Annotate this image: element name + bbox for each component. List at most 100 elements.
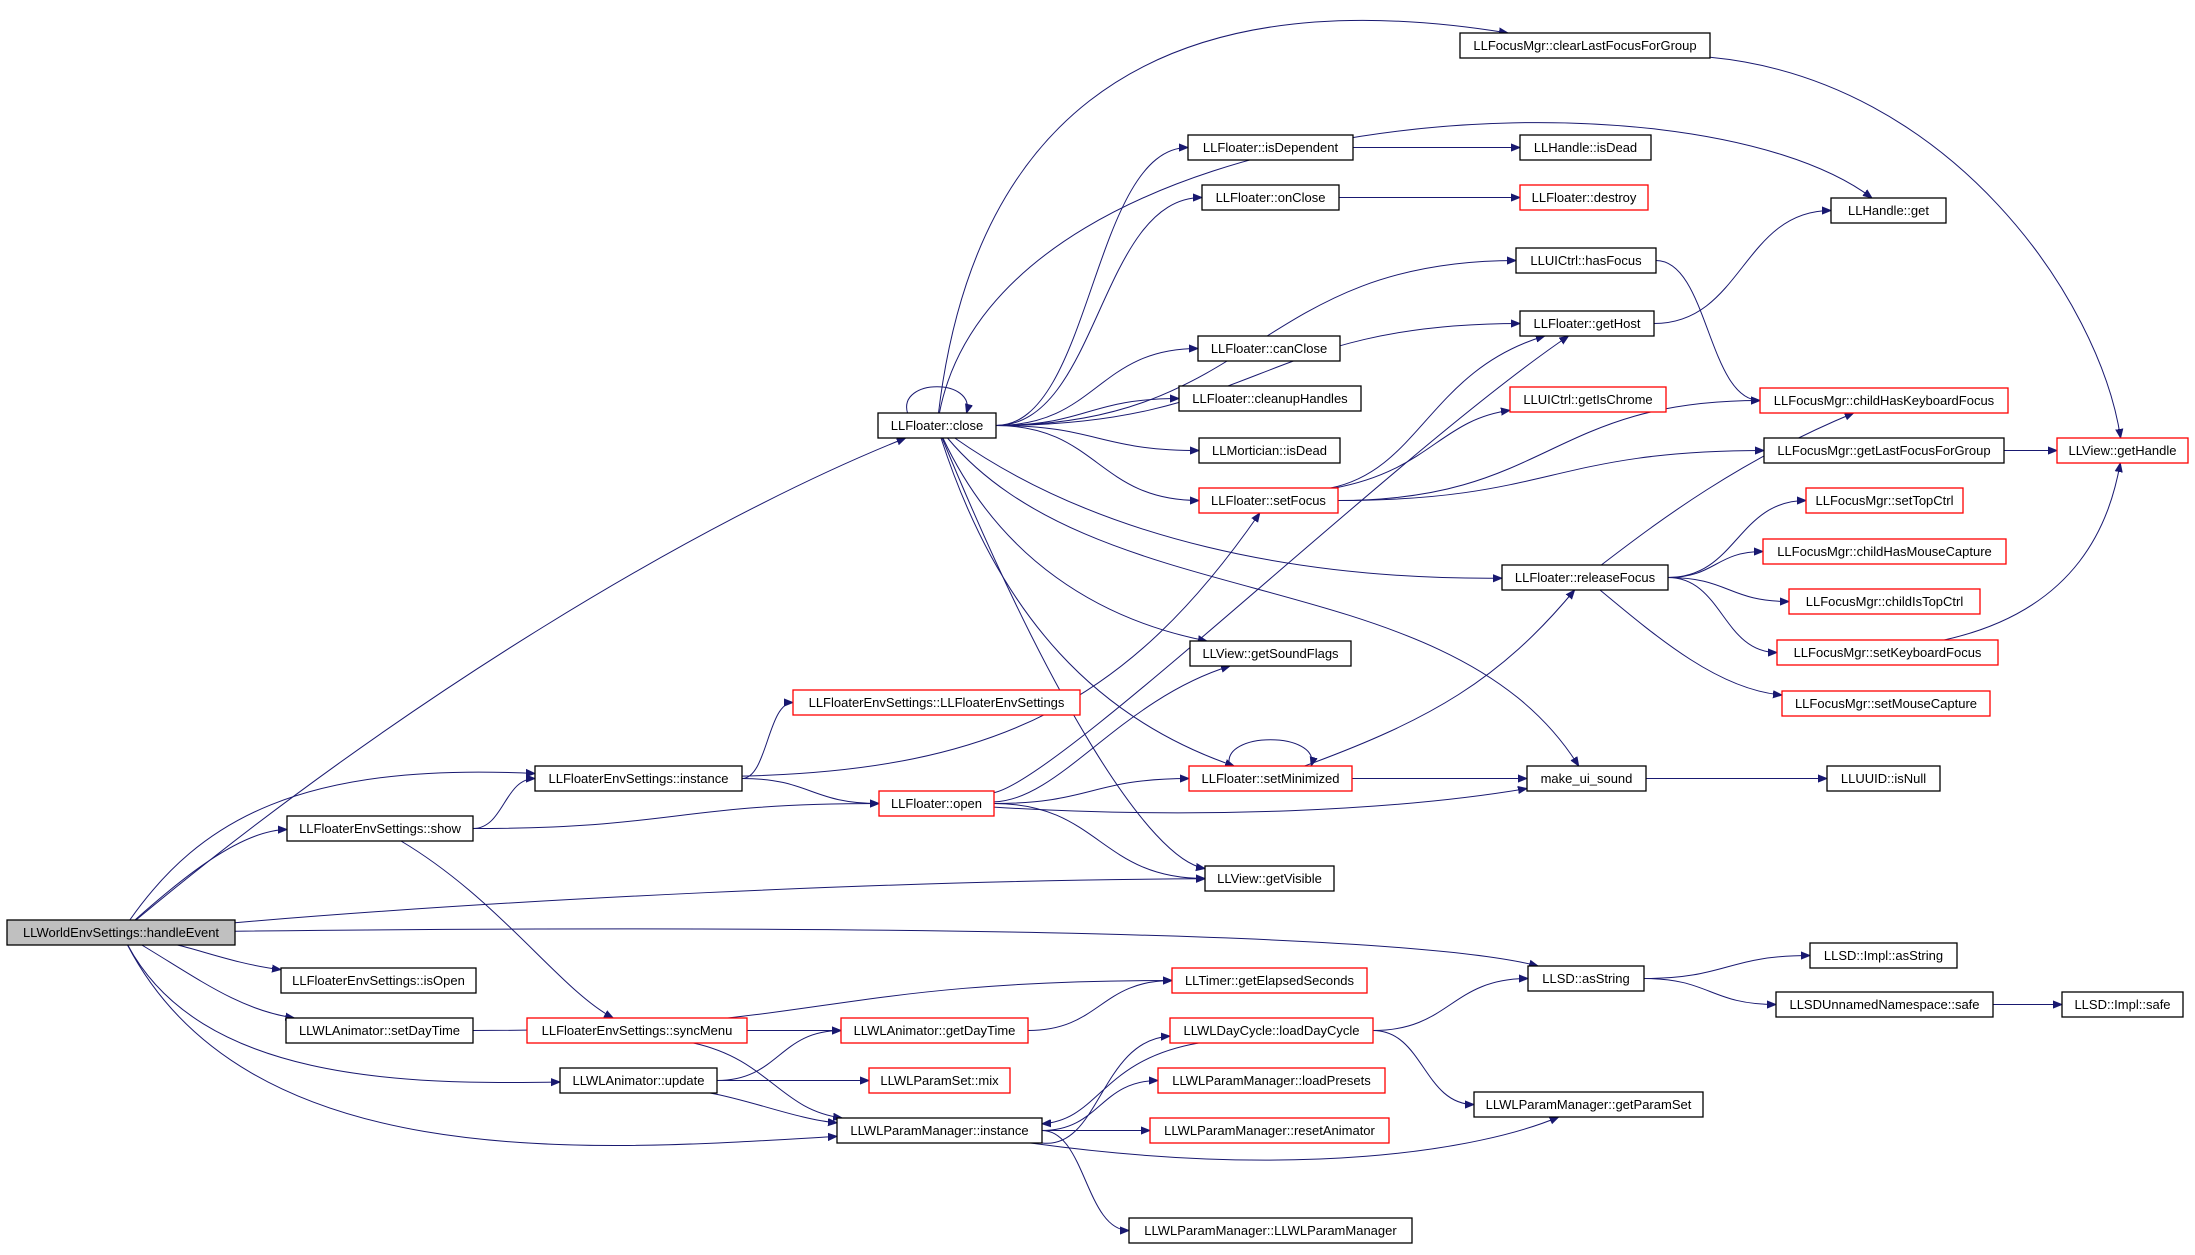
node-box[interactable]	[6, 919, 236, 946]
node-box[interactable]	[840, 1017, 1029, 1044]
node-box[interactable]	[1198, 487, 1339, 514]
node-box[interactable]	[1781, 690, 1991, 717]
node-implSafe[interactable]: LLSD::Impl::safe	[2061, 991, 2184, 1018]
node-box[interactable]	[1204, 865, 1335, 892]
node-box[interactable]	[1519, 310, 1655, 337]
node-box[interactable]	[1830, 197, 1947, 224]
node-handleGet[interactable]: LLHandle::get	[1830, 197, 1947, 224]
node-box[interactable]	[1762, 538, 2007, 565]
node-box[interactable]	[534, 765, 743, 792]
node-open[interactable]: LLFloater::open	[878, 790, 995, 817]
node-box[interactable]	[1169, 1017, 1374, 1044]
node-getLastFocus[interactable]: LLFocusMgr::getLastFocusForGroup	[1763, 437, 2005, 464]
node-cleanupHandles[interactable]: LLFloater::cleanupHandles	[1178, 385, 1362, 412]
node-sdAsString[interactable]: LLSD::asString	[1527, 965, 1645, 992]
node-box[interactable]	[1473, 1091, 1704, 1118]
node-loadPresets[interactable]: LLWLParamManager::loadPresets	[1157, 1067, 1386, 1094]
node-box[interactable]	[1826, 765, 1941, 792]
node-paramInstance[interactable]: LLWLParamManager::instance	[836, 1117, 1043, 1144]
node-box[interactable]	[877, 412, 997, 439]
node-box[interactable]	[1509, 386, 1667, 413]
node-isDependent[interactable]: LLFloater::isDependent	[1187, 134, 1354, 161]
node-box[interactable]	[1197, 335, 1341, 362]
node-box[interactable]	[285, 1017, 474, 1044]
node-setTopCtrl[interactable]: LLFocusMgr::setTopCtrl	[1805, 487, 1964, 514]
node-syncMenu[interactable]: LLFloaterEnvSettings::syncMenu	[526, 1017, 748, 1044]
node-setMinimized[interactable]: LLFloater::setMinimized	[1188, 765, 1353, 792]
node-box[interactable]	[1188, 765, 1353, 792]
node-box[interactable]	[1759, 387, 2009, 414]
node-morticianIsDead[interactable]: LLMortician::isDead	[1198, 437, 1341, 464]
node-getSoundFlags[interactable]: LLView::getSoundFlags	[1189, 640, 1352, 667]
node-envIsOpen[interactable]: LLFloaterEnvSettings::isOpen	[280, 967, 477, 994]
node-box[interactable]	[559, 1067, 718, 1094]
node-setFocus[interactable]: LLFloater::setFocus	[1198, 487, 1339, 514]
node-box[interactable]	[1515, 247, 1657, 274]
node-box[interactable]	[1187, 134, 1354, 161]
node-box[interactable]	[1526, 765, 1647, 792]
node-box[interactable]	[1189, 640, 1352, 667]
node-box[interactable]	[1157, 1067, 1386, 1094]
node-close[interactable]: LLFloater::close	[877, 412, 997, 439]
node-getHost[interactable]: LLFloater::getHost	[1519, 310, 1655, 337]
node-box[interactable]	[1149, 1117, 1390, 1144]
node-box[interactable]	[1459, 32, 1711, 59]
node-releaseFocus[interactable]: LLFloater::releaseFocus	[1501, 564, 1669, 591]
node-box[interactable]	[1775, 991, 1994, 1018]
node-paramMix[interactable]: LLWLParamSet::mix	[868, 1067, 1011, 1094]
node-uuidIsNull[interactable]: LLUUID::isNull	[1826, 765, 1941, 792]
node-handleEvent[interactable]: LLWorldEnvSettings::handleEvent	[6, 919, 236, 946]
node-box[interactable]	[1198, 437, 1341, 464]
node-getVisible[interactable]: LLView::getVisible	[1204, 865, 1335, 892]
node-canClose[interactable]: LLFloater::canClose	[1197, 335, 1341, 362]
node-handleIsDead[interactable]: LLHandle::isDead	[1519, 134, 1652, 161]
node-box[interactable]	[1201, 184, 1340, 211]
node-box[interactable]	[1128, 1217, 1413, 1244]
node-onClose[interactable]: LLFloater::onClose	[1201, 184, 1340, 211]
node-box[interactable]	[836, 1117, 1043, 1144]
node-childHasKbFocus[interactable]: LLFocusMgr::childHasKeyboardFocus	[1759, 387, 2009, 414]
node-paramCtor[interactable]: LLWLParamManager::LLWLParamManager	[1128, 1217, 1413, 1244]
node-box[interactable]	[1776, 639, 1999, 666]
node-resetAnimator[interactable]: LLWLParamManager::resetAnimator	[1149, 1117, 1390, 1144]
node-box[interactable]	[1171, 967, 1368, 994]
node-box[interactable]	[878, 790, 995, 817]
node-destroy[interactable]: LLFloater::destroy	[1519, 184, 1649, 211]
node-box[interactable]	[1527, 965, 1645, 992]
node-envInstance[interactable]: LLFloaterEnvSettings::instance	[534, 765, 743, 792]
node-implAsString[interactable]: LLSD::Impl::asString	[1809, 942, 1958, 969]
node-box[interactable]	[868, 1067, 1011, 1094]
node-box[interactable]	[280, 967, 477, 994]
node-box[interactable]	[1501, 564, 1669, 591]
node-setMouseCapture[interactable]: LLFocusMgr::setMouseCapture	[1781, 690, 1991, 717]
node-envCtor[interactable]: LLFloaterEnvSettings::LLFloaterEnvSettin…	[792, 689, 1081, 716]
node-getParamSet[interactable]: LLWLParamManager::getParamSet	[1473, 1091, 1704, 1118]
node-box[interactable]	[286, 815, 474, 842]
node-box[interactable]	[2056, 437, 2189, 464]
node-envShow[interactable]: LLFloaterEnvSettings::show	[286, 815, 474, 842]
node-childIsTopCtrl[interactable]: LLFocusMgr::childIsTopCtrl	[1788, 588, 1981, 615]
node-box[interactable]	[2061, 991, 2184, 1018]
node-getElapsed[interactable]: LLTimer::getElapsedSeconds	[1171, 967, 1368, 994]
node-makeUiSound[interactable]: make_ui_sound	[1526, 765, 1647, 792]
node-box[interactable]	[1519, 184, 1649, 211]
node-animUpdate[interactable]: LLWLAnimator::update	[559, 1067, 718, 1094]
node-box[interactable]	[526, 1017, 748, 1044]
node-box[interactable]	[1763, 437, 2005, 464]
node-getDayTime[interactable]: LLWLAnimator::getDayTime	[840, 1017, 1029, 1044]
node-clearLastFocus[interactable]: LLFocusMgr::clearLastFocusForGroup	[1459, 32, 1711, 59]
node-childHasMouse[interactable]: LLFocusMgr::childHasMouseCapture	[1762, 538, 2007, 565]
node-unnamedSafe[interactable]: LLSDUnnamedNamespace::safe	[1775, 991, 1994, 1018]
node-box[interactable]	[1178, 385, 1362, 412]
node-loadDayCycle[interactable]: LLWLDayCycle::loadDayCycle	[1169, 1017, 1374, 1044]
node-setKbFocus[interactable]: LLFocusMgr::setKeyboardFocus	[1776, 639, 1999, 666]
node-getIsChrome[interactable]: LLUICtrl::getIsChrome	[1509, 386, 1667, 413]
node-box[interactable]	[1809, 942, 1958, 969]
node-hasFocus[interactable]: LLUICtrl::hasFocus	[1515, 247, 1657, 274]
node-box[interactable]	[1788, 588, 1981, 615]
node-box[interactable]	[792, 689, 1081, 716]
node-box[interactable]	[1805, 487, 1964, 514]
node-getHandle[interactable]: LLView::getHandle	[2056, 437, 2189, 464]
node-setDayTime[interactable]: LLWLAnimator::setDayTime	[285, 1017, 474, 1044]
node-box[interactable]	[1519, 134, 1652, 161]
